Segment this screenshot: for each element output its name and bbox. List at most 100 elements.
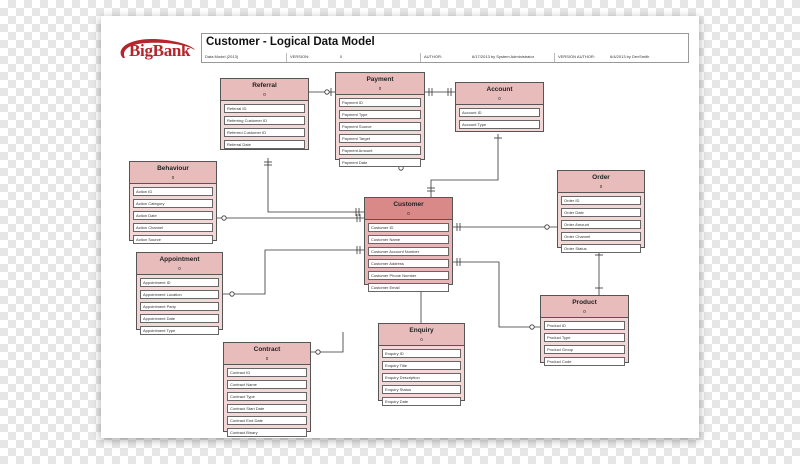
entity-name: Enquiry	[409, 327, 434, 334]
version-value: 0	[340, 54, 343, 59]
attribute[interactable]: Product Code	[544, 357, 625, 366]
model-name: Data Model (2013)	[205, 54, 239, 59]
attribute[interactable]: Payment Target	[339, 134, 421, 143]
meta-row: Data Model (2013) VERSION: 0 AUTHOR: 6/1…	[201, 53, 689, 63]
attribute[interactable]: Enquiry Description	[382, 373, 461, 382]
attribute[interactable]: Action Category	[133, 199, 213, 208]
entity-count: 0	[378, 86, 382, 91]
attribute[interactable]: Referring Customer ID	[224, 116, 305, 125]
entity-header: Order 0	[558, 171, 644, 193]
attribute[interactable]: Contract Type	[227, 392, 307, 401]
attribute[interactable]: Customer ID	[368, 223, 449, 232]
attribute[interactable]: Contract ID	[227, 368, 307, 377]
link-customer-product	[453, 261, 540, 328]
attribute[interactable]: Contract End Date	[227, 416, 307, 425]
attribute[interactable]: Account Type	[459, 120, 540, 129]
attribute-list: Payment ID Payment Type Payment Source P…	[336, 95, 424, 173]
attribute[interactable]: Payment Source	[339, 122, 421, 131]
entity-count: 0	[583, 309, 586, 314]
attribute[interactable]: Referral Date	[224, 140, 305, 149]
entity-count: 0	[263, 92, 266, 97]
attribute-list: Order ID Order Date Order Amount Order C…	[558, 193, 644, 259]
entity-name: Order	[592, 174, 610, 181]
attribute[interactable]: Order ID	[561, 196, 641, 205]
attribute[interactable]: Payment Type	[339, 110, 421, 119]
attribute[interactable]: Order Status	[561, 244, 641, 253]
attribute[interactable]: Order Amount	[561, 220, 641, 229]
entity-header: Account 0	[456, 83, 543, 105]
attribute[interactable]: Contract Name	[227, 380, 307, 389]
attribute[interactable]: Payment ID	[339, 98, 421, 107]
entity-payment[interactable]: Payment 0 Payment ID Payment Type Paymen…	[335, 72, 425, 167]
title-box: Customer - Logical Data Model	[201, 33, 689, 55]
attribute[interactable]: Action Source	[133, 235, 213, 244]
meta-divider	[554, 53, 555, 62]
attribute[interactable]: Appointment ID	[140, 278, 219, 287]
attribute-list: Enquiry ID Enquiry Title Enquiry Descrip…	[379, 346, 464, 412]
entity-name: Appointment	[159, 256, 200, 263]
attribute[interactable]: Order Channel	[561, 232, 641, 241]
attribute[interactable]: Contract Binary	[227, 428, 307, 437]
page-title: Customer - Logical Data Model	[206, 36, 375, 48]
attribute[interactable]: Customer Name	[368, 235, 449, 244]
attribute[interactable]: Contract Start Date	[227, 404, 307, 413]
attribute[interactable]: Enquiry Status	[382, 385, 461, 394]
entity-appointment[interactable]: Appointment 0 Appointment ID Appointment…	[136, 252, 223, 335]
version-author-label: VERSION AUTHOR:	[558, 54, 595, 59]
entity-count: 0	[420, 337, 423, 342]
attribute[interactable]: Appointment Type	[140, 326, 219, 335]
attribute[interactable]: Referral ID	[224, 104, 305, 113]
link-account-customer	[430, 134, 499, 197]
author-label: AUTHOR:	[424, 54, 442, 59]
entity-referral[interactable]: Referral 0 Referral ID Referring Custome…	[220, 78, 309, 150]
entity-count: 0	[171, 175, 175, 180]
entity-header: Payment 0	[336, 73, 424, 95]
attribute[interactable]: Enquiry Title	[382, 361, 461, 370]
attribute[interactable]: Appointment Location	[140, 290, 219, 299]
attribute[interactable]: Referred Customer ID	[224, 128, 305, 137]
attribute[interactable]: Product Type	[544, 333, 625, 342]
meta-divider	[420, 53, 421, 62]
entity-order[interactable]: Order 0 Order ID Order Date Order Amount…	[557, 170, 645, 253]
entity-name: Contract	[253, 346, 281, 353]
attribute[interactable]: Appointment Date	[140, 314, 219, 323]
attribute[interactable]: Appointment Party	[140, 302, 219, 311]
entity-header: Product 0	[541, 296, 628, 318]
attribute[interactable]: Customer Account Number	[368, 247, 449, 256]
entity-header: Behaviour 0	[130, 162, 216, 184]
attribute[interactable]: Order Date	[561, 208, 641, 217]
entity-account[interactable]: Account 0 Account ID Account Type	[455, 82, 544, 132]
attribute[interactable]: Customer Phone Number	[368, 271, 449, 280]
link-appointment-customer	[223, 249, 364, 295]
version-author-value: 6/4/2013 by DevSmith	[610, 54, 650, 59]
link-referral-customer	[267, 158, 364, 213]
attribute[interactable]: Action ID	[133, 187, 213, 196]
attribute-list: Product ID Product Type Product Group Pr…	[541, 318, 628, 372]
meta-divider	[286, 53, 287, 62]
attribute[interactable]: Enquiry ID	[382, 349, 461, 358]
entity-count: 0	[498, 96, 501, 101]
entity-product[interactable]: Product 0 Product ID Product Type Produc…	[540, 295, 629, 366]
entity-behaviour[interactable]: Behaviour 0 Action ID Action Category Ac…	[129, 161, 217, 244]
entity-customer[interactable]: Customer 0 Customer ID Customer Name Cus…	[364, 197, 453, 292]
link-contract-enquiry	[311, 332, 344, 353]
entity-name: Payment	[366, 76, 394, 83]
attribute[interactable]: Product ID	[544, 321, 625, 330]
entity-header: Enquiry 0	[379, 324, 464, 346]
entity-contract[interactable]: Contract 0 Contract ID Contract Name Con…	[223, 342, 311, 437]
attribute[interactable]: Payment Date	[339, 158, 421, 167]
attribute[interactable]: Action Date	[133, 211, 213, 220]
attribute[interactable]: Enquiry Date	[382, 397, 461, 406]
entity-header: Customer 0	[365, 198, 452, 220]
attribute[interactable]: Customer Address	[368, 259, 449, 268]
diagram-page: BigBank Customer - Logical Data Model Da…	[101, 16, 699, 438]
attribute-list: Referral ID Referring Customer ID Referr…	[221, 101, 308, 155]
attribute[interactable]: Action Channel	[133, 223, 213, 232]
attribute[interactable]: Product Group	[544, 345, 625, 354]
attribute[interactable]: Account ID	[459, 108, 540, 117]
entity-enquiry[interactable]: Enquiry 0 Enquiry ID Enquiry Title Enqui…	[378, 323, 465, 406]
attribute[interactable]: Customer Email	[368, 283, 449, 292]
entity-count: 0	[407, 211, 410, 216]
attribute-list: Appointment ID Appointment Location Appo…	[137, 275, 222, 341]
attribute[interactable]: Payment Amount	[339, 146, 421, 155]
